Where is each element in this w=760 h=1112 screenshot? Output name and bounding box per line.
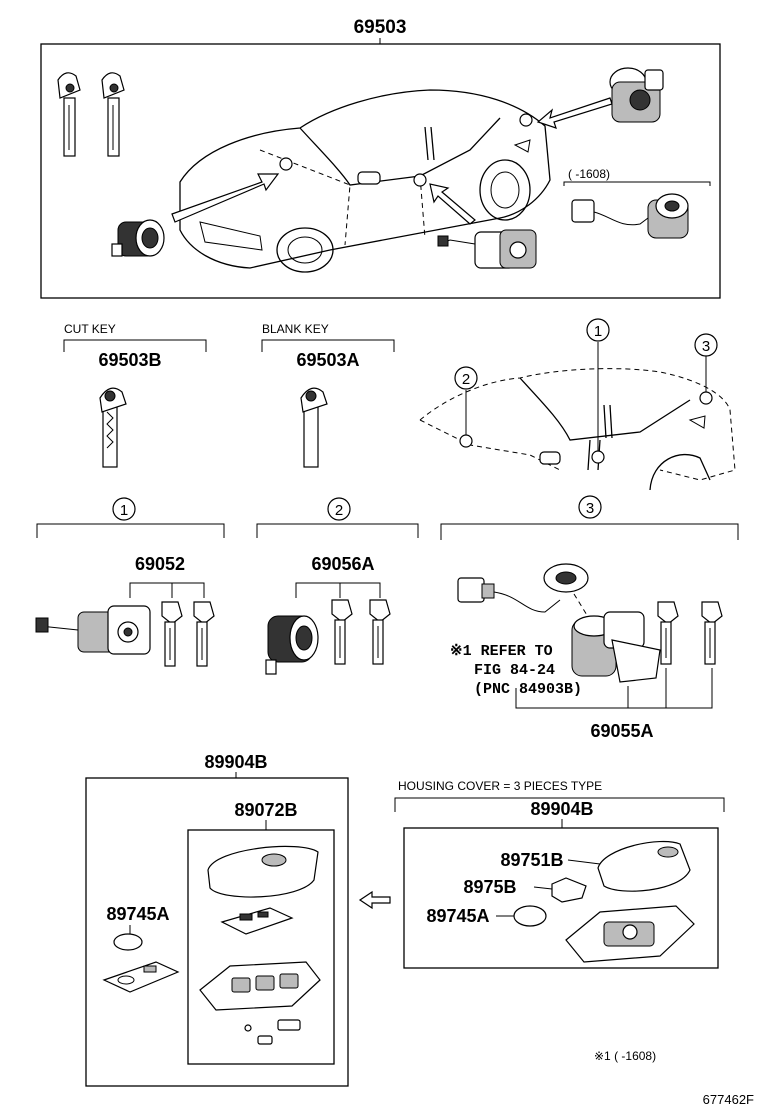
- housing-cover-icon: [597, 840, 691, 892]
- leader-line: [129, 582, 205, 598]
- part-number-89072B: 89072B: [234, 800, 297, 820]
- leader-line: [295, 582, 381, 598]
- bracket: [256, 523, 419, 538]
- part-number-69056A: 69056A: [311, 554, 374, 574]
- svg-text:3: 3: [586, 500, 594, 517]
- bracket: [63, 339, 207, 352]
- blank-key-caption: BLANK KEY: [262, 322, 329, 336]
- housing-cover-frame: [403, 827, 719, 969]
- key-icon: [331, 599, 353, 665]
- cut-key-caption: CUT KEY: [64, 322, 116, 336]
- part-number-69052: 69052: [135, 554, 185, 574]
- leader-line: [515, 668, 713, 709]
- transmitter-assembly-frame: [85, 777, 349, 1087]
- trunk-lock-with-harness-icon: [457, 563, 661, 683]
- svg-text:1: 1: [120, 502, 128, 519]
- part-number-69503: 69503: [354, 17, 407, 38]
- housing-middle-icon: [551, 877, 587, 903]
- arrow-left-icon: [358, 890, 391, 910]
- key-icon: [193, 601, 215, 667]
- bracket: [394, 797, 725, 812]
- blank-key-icon: [300, 387, 328, 468]
- svg-text:1: 1: [594, 323, 602, 340]
- svg-text:2: 2: [335, 502, 343, 519]
- key-icon: [161, 601, 183, 667]
- key-icon: [57, 72, 81, 157]
- key-icon: [657, 601, 679, 665]
- bracket: [261, 339, 395, 352]
- part-number-69055A: 69055A: [590, 721, 653, 741]
- part-number-89751B: 89751B: [500, 850, 563, 870]
- transmitter-inner-frame: [187, 829, 335, 1065]
- trunk-lock-cylinder-icon: [609, 67, 664, 123]
- transmitter-cover-icon: [207, 845, 319, 898]
- leader-line: [567, 859, 601, 865]
- part-number-69503A: 69503A: [296, 350, 359, 370]
- part-number-89745A: 89745A: [106, 904, 169, 924]
- vehicle-outline: [179, 89, 551, 273]
- part-number-69503B: 69503B: [98, 350, 161, 370]
- part-number-89745A-right: 89745A: [426, 906, 489, 926]
- arrow-icon: [536, 97, 613, 129]
- key-icon: [101, 72, 125, 157]
- figure-id: 677462F: [703, 1092, 754, 1107]
- location-marker-2: 2: [454, 366, 478, 390]
- bracket: [563, 181, 711, 186]
- group-marker-3: 3: [578, 495, 602, 519]
- ignition-switch-icon: [437, 229, 537, 269]
- bracket: [440, 523, 739, 540]
- refer-note-line-2: FIG 84-24: [474, 662, 555, 679]
- battery-icon: [513, 905, 547, 927]
- arrow-icon: [429, 183, 476, 225]
- group-marker-1: 1: [112, 497, 136, 521]
- svg-text:2: 2: [462, 371, 470, 388]
- key-icon: [369, 599, 391, 665]
- ignition-cylinder-icon: [35, 605, 151, 655]
- housing-case-icon: [565, 905, 695, 963]
- battery-icon: [113, 933, 143, 951]
- part-number-8975B: 8975B: [463, 877, 516, 897]
- transmitter-plate-icon: [102, 961, 180, 993]
- part-number-89904B-right: 89904B: [530, 799, 593, 819]
- door-lock-cylinder-icon: [111, 219, 165, 257]
- group-marker-2: 2: [327, 497, 351, 521]
- trunk-lock-with-harness-icon: [571, 193, 689, 239]
- top-assembly-frame: [40, 43, 721, 299]
- cut-key-icon: [99, 387, 127, 468]
- location-marker-1: 1: [586, 318, 610, 342]
- refer-note-line-1: ※1 REFER TO: [450, 643, 553, 660]
- small-parts-icon: [244, 1019, 301, 1045]
- refer-note-line-3: (PNC 84903B): [474, 681, 582, 698]
- svg-text:3: 3: [702, 338, 710, 355]
- range-label: ( -1608): [568, 167, 610, 181]
- circuit-board-icon: [220, 907, 294, 935]
- leader-line: [533, 886, 553, 890]
- key-icon: [701, 601, 723, 665]
- transmitter-case-icon: [199, 961, 321, 1011]
- vehicle-location-outline: [419, 368, 736, 491]
- housing-cover-caption: HOUSING COVER = 3 PIECES TYPE: [398, 779, 602, 793]
- bracket: [36, 523, 225, 538]
- door-lock-cylinder-icon: [265, 615, 319, 675]
- arrow-icon: [171, 173, 280, 223]
- footnote: ※1 ( -1608): [594, 1049, 656, 1063]
- location-marker-3: 3: [694, 333, 718, 357]
- part-number-89904B: 89904B: [204, 752, 267, 772]
